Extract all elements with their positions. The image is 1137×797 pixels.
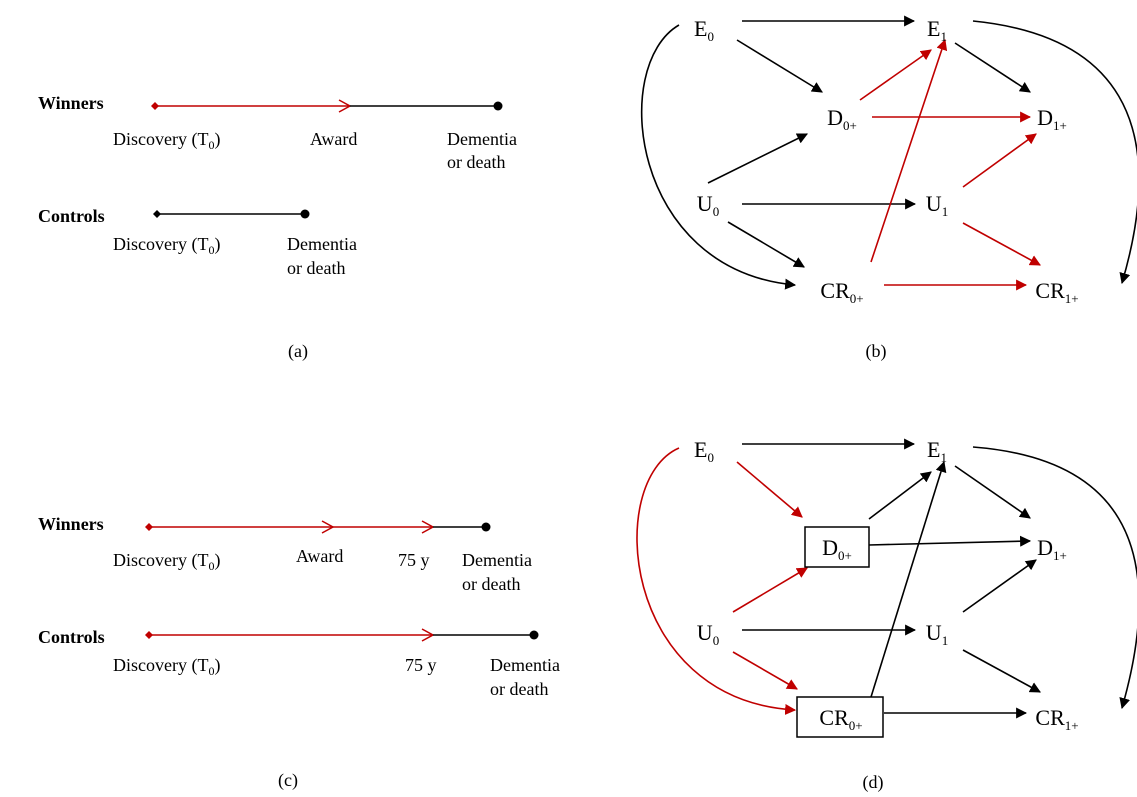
edge-e1-to-d1	[954, 465, 1031, 519]
node-u0: U0	[697, 620, 719, 648]
controls-end-line1: Dementia	[287, 234, 357, 254]
edges	[640, 15, 1137, 291]
controls-end-line1: Dementia	[490, 655, 560, 675]
winners-discovery-label: Discovery (T0)	[113, 550, 220, 573]
node-e0: E0	[694, 437, 714, 465]
boxes	[796, 526, 884, 738]
edge-d0-to-e1	[859, 49, 932, 101]
node-cr0: CR0+	[819, 705, 862, 733]
node-cr0: CR0+	[820, 278, 863, 306]
edge-d0-to-e1	[868, 471, 932, 520]
controls-end-line2: or death	[287, 258, 345, 278]
edge-cr0-to-e1	[870, 460, 947, 698]
winners-end-line1: Dementia	[462, 550, 532, 570]
edge-u1-to-cr1	[962, 222, 1041, 266]
discovery-diamond	[145, 523, 153, 531]
edge-e1-to-d1	[954, 42, 1031, 93]
winners-label: Winners	[38, 93, 104, 113]
edge-u0-to-cr0	[727, 221, 805, 268]
controls-discovery-label: Discovery (T0)	[113, 655, 220, 678]
discovery-diamond	[153, 210, 161, 218]
edges	[636, 438, 1137, 719]
discovery-diamond	[151, 102, 159, 110]
node-d0: D0+	[822, 535, 852, 563]
box-cr0	[796, 696, 884, 738]
node-e1: E1	[927, 437, 947, 465]
panel-a: Winners Discovery (T0) Award Dementia or…	[38, 93, 517, 362]
winners-end-line1: Dementia	[447, 129, 517, 149]
controls-discovery-label: Discovery (T0)	[113, 234, 220, 257]
controls-label: Controls	[38, 206, 105, 226]
node-u1: U1	[926, 620, 948, 648]
controls-end-line2: or death	[490, 679, 548, 699]
end-dot	[493, 101, 503, 111]
end-dot	[481, 522, 491, 532]
edge-u1-to-d1	[962, 133, 1037, 188]
discovery-diamond	[145, 631, 153, 639]
winners-timeline	[145, 520, 491, 534]
node-cr1: CR1+	[1035, 705, 1078, 733]
edge-u1-to-cr1	[962, 649, 1041, 693]
winners-discovery-label: Discovery (T0)	[113, 129, 220, 152]
award-chevron	[321, 520, 335, 534]
winners-award-label: Award	[310, 129, 357, 149]
node-d0: D0+	[827, 105, 857, 133]
edge-e0-to-d0	[736, 39, 823, 93]
node-d1: D1+	[1037, 535, 1067, 563]
caption-d: (d)	[863, 772, 884, 793]
caption-b: (b)	[866, 341, 887, 362]
edge-e0-to-d0	[736, 461, 803, 518]
panel-c: Winners Discovery (T0) Award 75 y Dement…	[38, 514, 560, 791]
edge-u0-to-d0	[732, 567, 808, 613]
edge-e1-to-cr1	[972, 446, 1137, 710]
controls-label: Controls	[38, 627, 105, 647]
edge-u0-to-d0	[707, 133, 808, 184]
controls-timeline	[145, 628, 539, 642]
edge-cr0-to-e1	[870, 38, 948, 263]
node-u0: U0	[697, 191, 719, 219]
winners-timeline	[151, 99, 503, 113]
winners-end-line2: or death	[447, 152, 505, 172]
edge-u0-to-cr0	[732, 651, 798, 690]
node-cr1: CR1+	[1035, 278, 1078, 306]
edge-d0-to-d1	[868, 535, 1032, 547]
edge-u1-to-d1	[962, 559, 1037, 613]
caption-a: (a)	[288, 341, 308, 362]
end-dot	[300, 209, 310, 219]
winners-age-label: 75 y	[398, 550, 430, 570]
winners-award-label: Award	[296, 546, 343, 566]
edge-e1-to-cr1	[972, 20, 1137, 285]
winners-end-line2: or death	[462, 574, 520, 594]
winners-label: Winners	[38, 514, 104, 534]
box-d0	[804, 526, 870, 568]
node-e1: E1	[927, 16, 947, 44]
controls-timeline	[153, 209, 310, 219]
end-dot	[529, 630, 539, 640]
node-e0: E0	[694, 16, 714, 44]
node-u1: U1	[926, 191, 948, 219]
caption-c: (c)	[278, 770, 298, 791]
controls-age-label: 75 y	[405, 655, 437, 675]
edge-e0-to-cr0	[640, 24, 797, 290]
node-d1: D1+	[1037, 105, 1067, 133]
edge-e0-to-cr0	[636, 447, 797, 715]
